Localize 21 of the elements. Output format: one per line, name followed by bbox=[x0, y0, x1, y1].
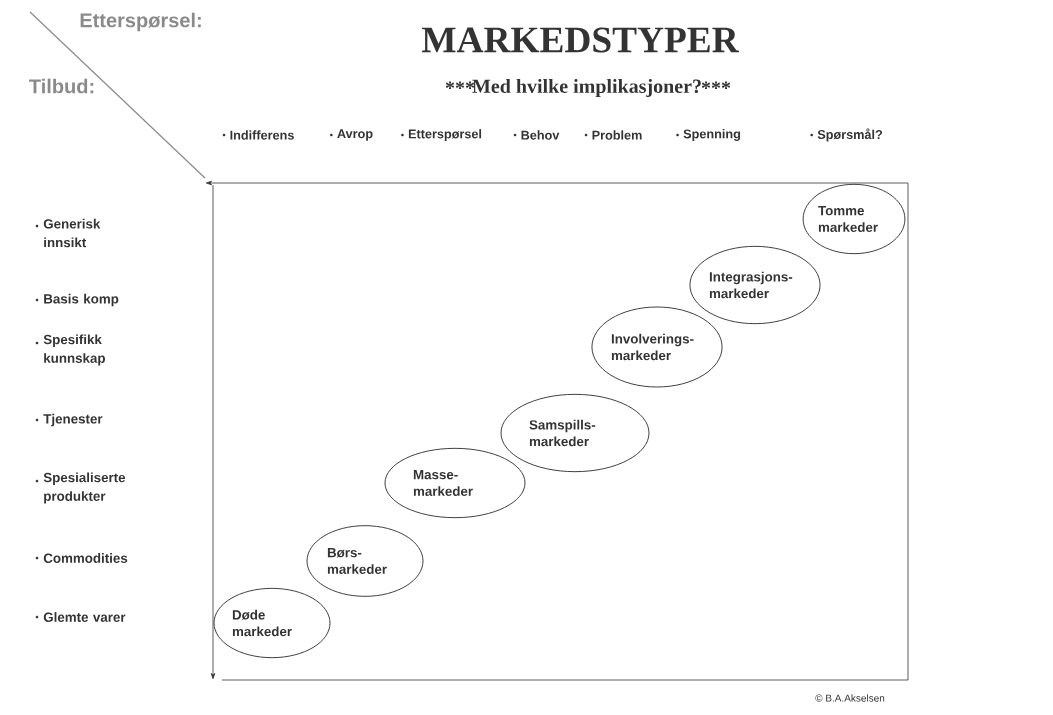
label: Etterspørsel bbox=[408, 129, 482, 141]
row-item: Glemte varer bbox=[43, 612, 126, 622]
row-item: Tjenester bbox=[43, 413, 103, 427]
axis-heading: Etterspørsel: bbox=[80, 12, 201, 32]
label: Spenning bbox=[683, 129, 741, 141]
subtitle: Med hvilke implikasjoner? bbox=[472, 78, 701, 98]
label: Avrop bbox=[337, 129, 373, 141]
row-item: Spesialiserte produkter bbox=[43, 472, 126, 504]
row-item: Commodities bbox=[43, 553, 128, 563]
label: Problem bbox=[592, 130, 642, 140]
title: MARKEDSTYPER bbox=[422, 27, 739, 53]
row-item: Generisk innsikt bbox=[43, 218, 101, 248]
copyright-note: © B.A.Akselsen bbox=[815, 694, 885, 702]
subtitle: *** bbox=[701, 81, 731, 89]
label: Indifferens bbox=[230, 130, 294, 140]
row-item: Basis komp bbox=[44, 293, 119, 307]
subtitle: *** bbox=[445, 81, 475, 89]
label: Behov bbox=[521, 130, 560, 140]
row-item: Spesifikk kunnskap bbox=[43, 334, 105, 366]
label: Spørsmål? bbox=[817, 128, 882, 142]
axis-heading: Tilbud: bbox=[29, 78, 94, 94]
